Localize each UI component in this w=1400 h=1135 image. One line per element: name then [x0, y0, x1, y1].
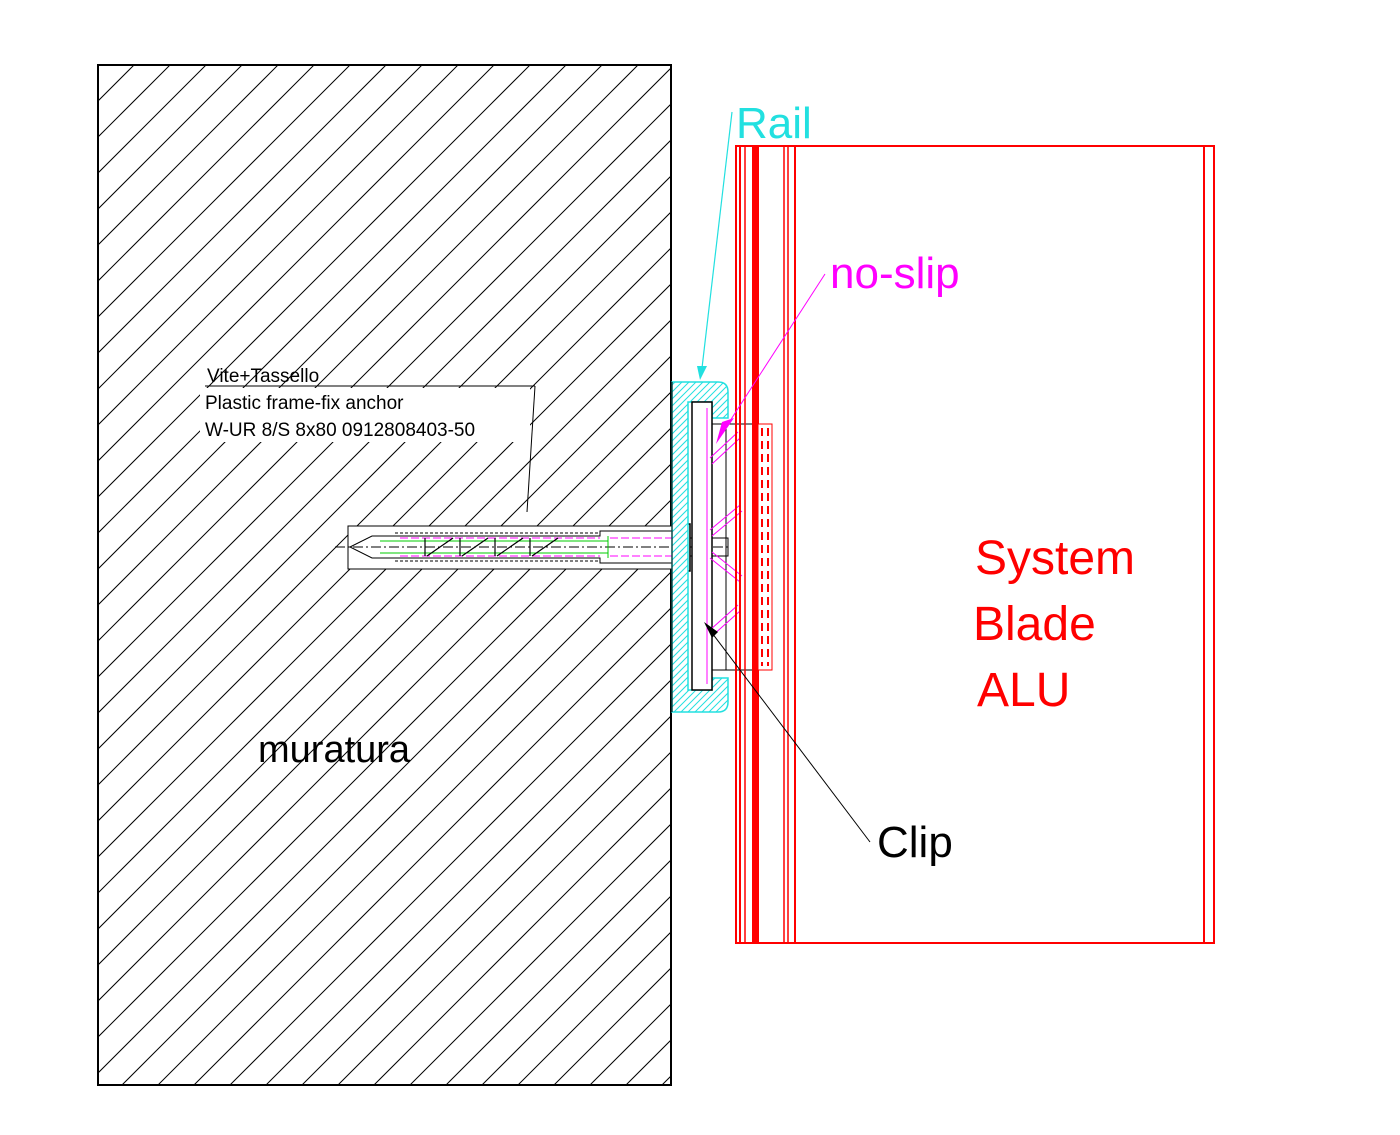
hatch-line: [672, 382, 728, 712]
hatch-line: [98, 139, 671, 714]
no-slip-label: no-slip: [830, 249, 960, 298]
alu-label: ALU: [977, 664, 1070, 717]
clip-label: Clip: [877, 818, 953, 867]
wall-label: muratura: [258, 729, 411, 771]
hatch-line: [98, 427, 671, 1002]
hatch-line: [672, 382, 728, 712]
hatch-line: [409, 823, 671, 1085]
hatch-line: [98, 211, 671, 786]
hatch-line: [98, 65, 459, 426]
hatch-line: [678, 382, 728, 712]
hatch-line: [98, 247, 671, 822]
hatch-line: [98, 65, 351, 318]
hatch-line: [373, 787, 671, 1085]
anchor-callout: [200, 385, 536, 513]
hatch-line: [672, 382, 728, 712]
clip-plate: [691, 401, 757, 691]
hatch-line: [98, 319, 671, 894]
hatch-line: [98, 65, 423, 390]
hatch-line: [98, 65, 531, 498]
hatch-line: [98, 65, 495, 462]
hatch-line: [301, 715, 671, 1085]
anchor-callout-line2: Plastic frame-fix anchor: [205, 393, 404, 414]
anchor-callout-line1: Vite+Tassello: [207, 366, 319, 387]
hatch-line: [98, 65, 315, 282]
hatch-line: [98, 65, 279, 246]
hatch-line: [98, 499, 671, 1074]
system-blade-alu: [735, 145, 1215, 944]
hatch-line: [98, 355, 671, 930]
hatch-line: [98, 65, 99, 66]
hatch-line: [98, 283, 671, 858]
wall-hatch: [98, 65, 671, 1085]
hatch-line: [229, 643, 671, 1085]
hatch-line: [98, 463, 671, 1038]
hatch-line: [672, 382, 728, 712]
hatch-line: [265, 679, 671, 1085]
rail-label: Rail: [736, 99, 812, 148]
hatch-line: [672, 382, 728, 712]
hatch-line: [98, 391, 671, 966]
hatch-line: [481, 895, 671, 1085]
no-slip-leader: [716, 273, 826, 444]
hatch-line: [98, 65, 603, 570]
hatch-line: [98, 175, 671, 750]
clip-leader: [704, 622, 871, 843]
hatch-line: [193, 607, 671, 1085]
hatch-line: [121, 535, 671, 1085]
masonry-wall: [97, 64, 672, 1086]
hatch-line: [337, 751, 671, 1085]
frame-fix-anchor: [335, 523, 729, 572]
hatch-line: [157, 571, 671, 1085]
hatch-line: [98, 65, 387, 354]
hatch-line: [672, 382, 728, 712]
hatch-line: [98, 65, 567, 534]
thread-mark: [531, 537, 559, 557]
hatch-line: [445, 859, 671, 1085]
hatch-line: [98, 67, 671, 642]
hatch-line: [98, 65, 639, 606]
hatch-line: [98, 103, 671, 678]
thread-mark: [426, 537, 454, 557]
thread-mark: [461, 537, 489, 557]
system-label: System: [975, 532, 1135, 585]
anchor-callout-line3: W-UR 8/S 8x80 0912808403-50: [205, 420, 475, 441]
thread-mark: [496, 537, 524, 557]
blade-label: Blade: [973, 598, 1096, 651]
rail-leader: [697, 111, 733, 380]
